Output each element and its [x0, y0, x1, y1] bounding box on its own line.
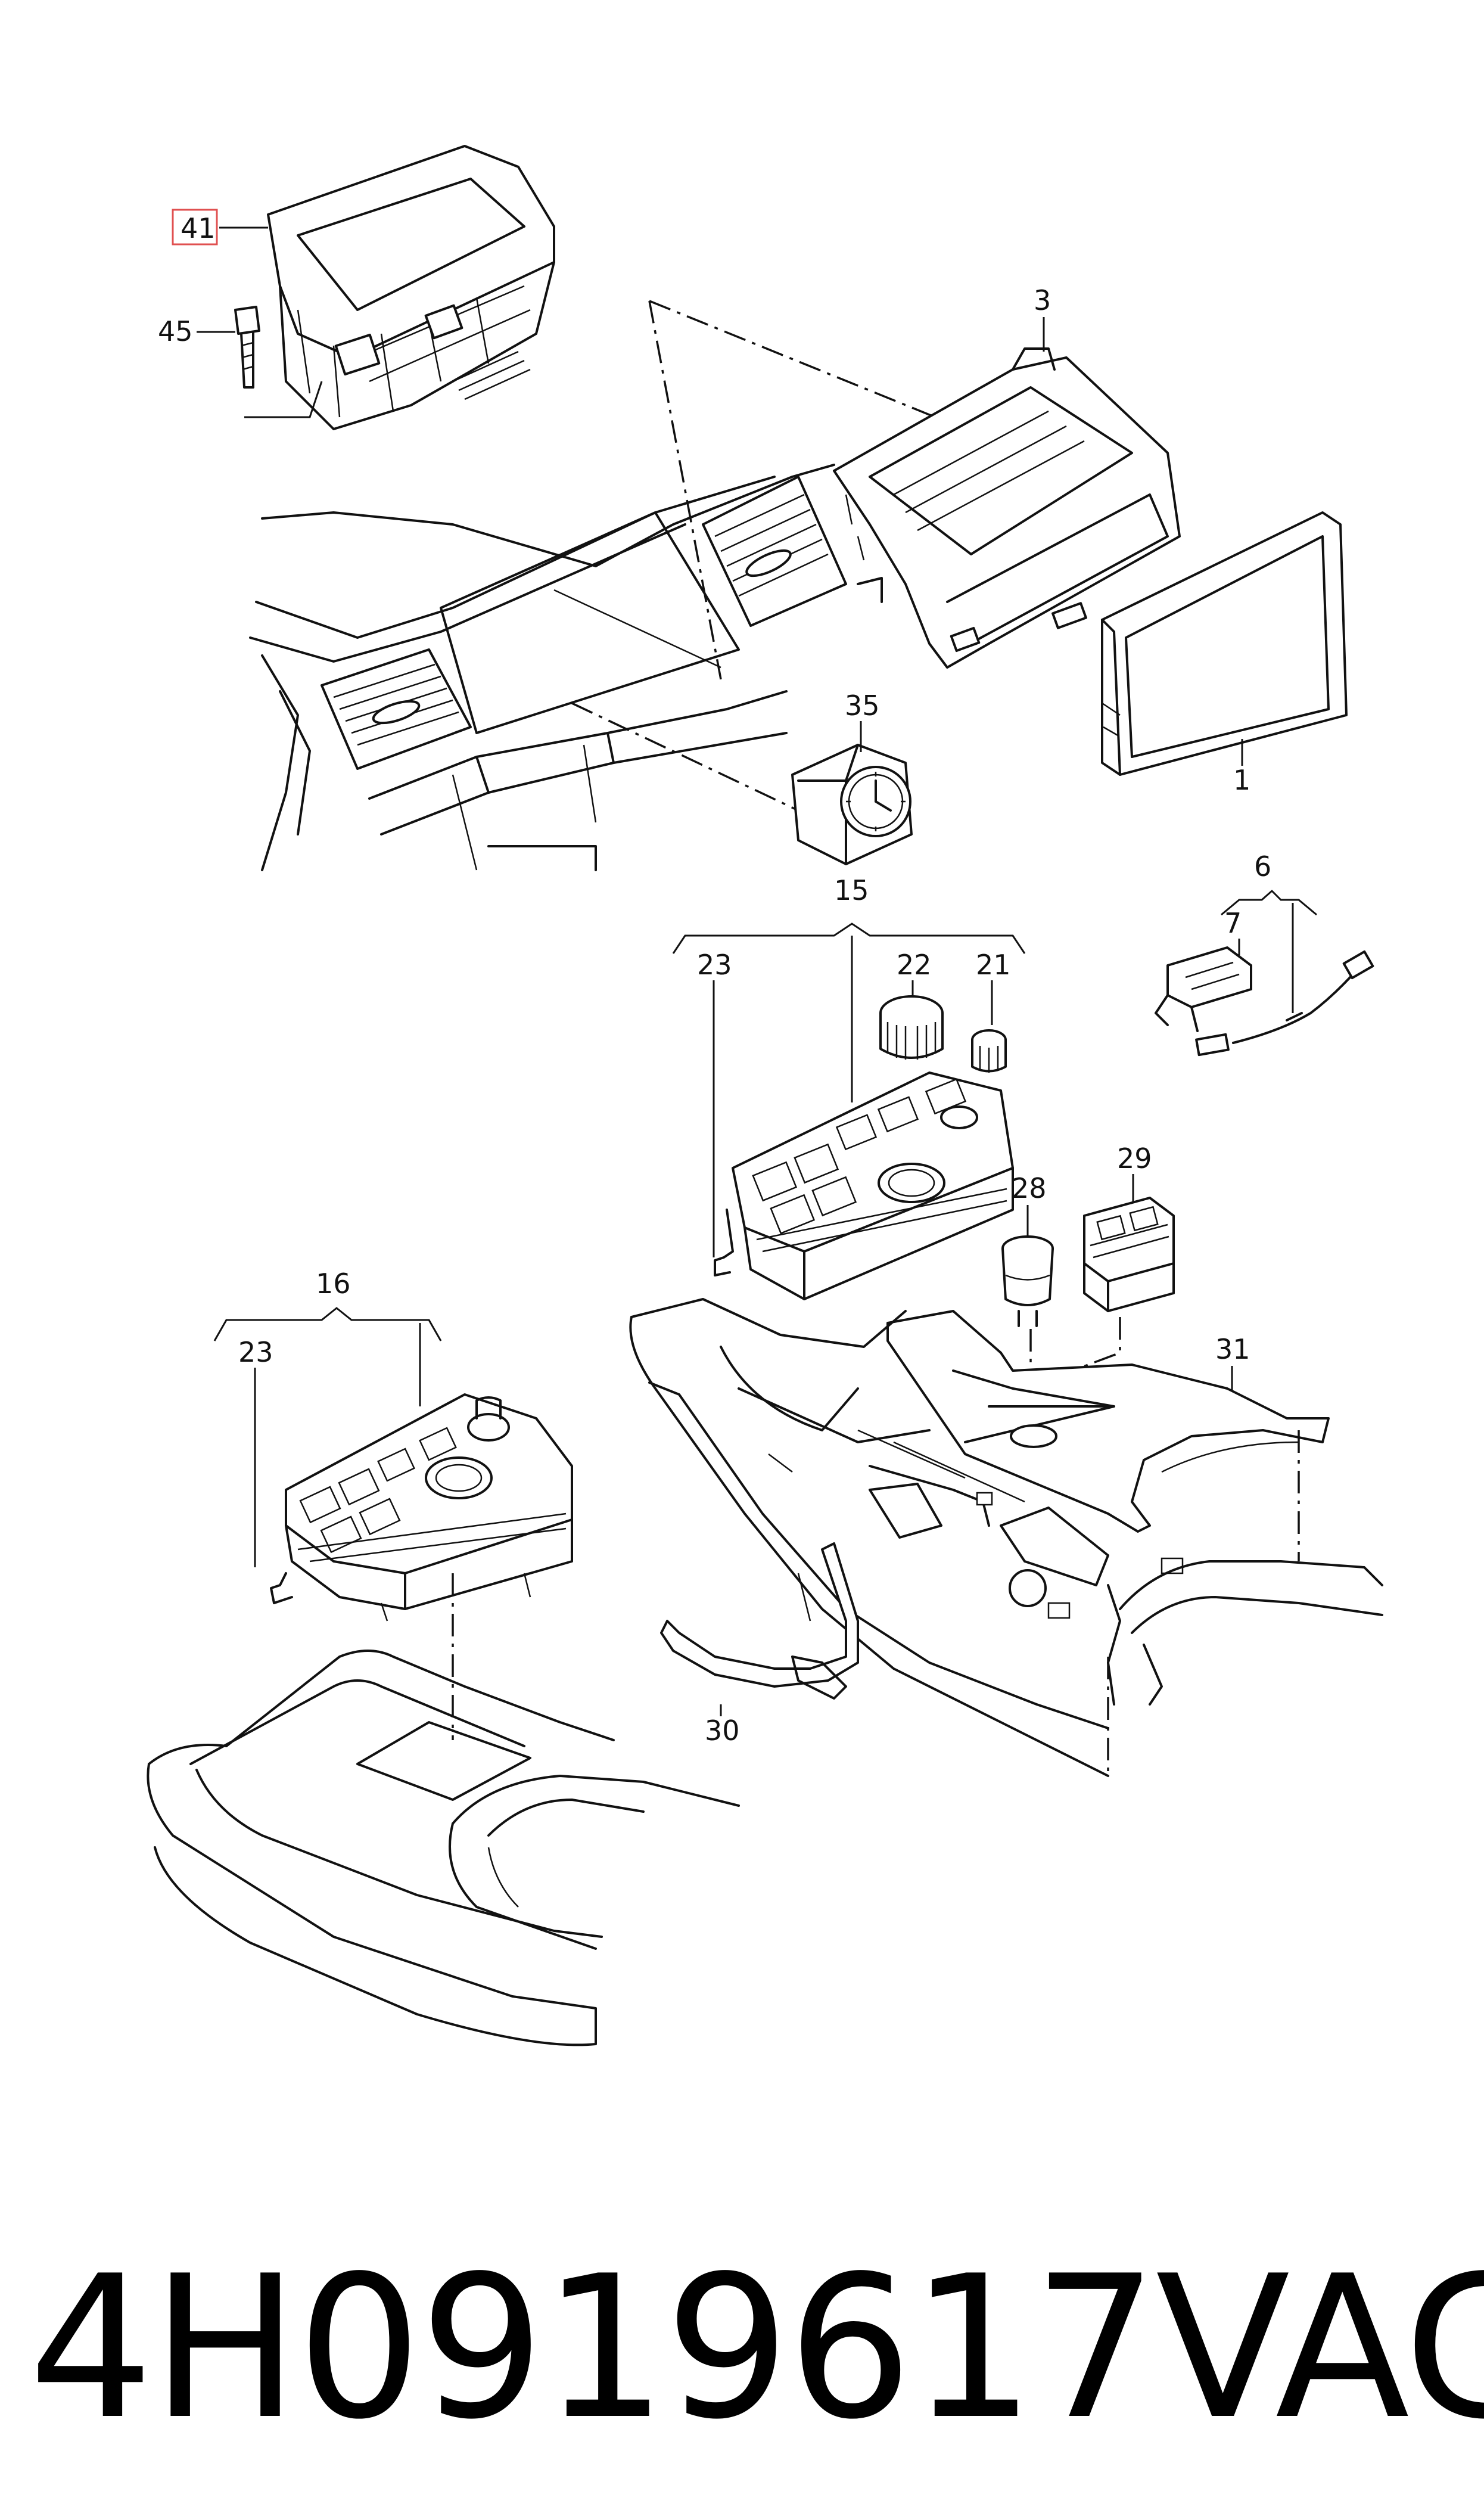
brand-name: VAG — [1155, 2234, 1484, 2462]
centre-console-tunnel — [629, 1298, 1383, 1777]
part-number: 4H0919617 — [29, 2234, 1158, 2462]
callout-23a[interactable]: 23 — [697, 949, 732, 981]
rear-armrest — [147, 1650, 740, 2046]
group-6-bracket — [1221, 889, 1317, 916]
dashboard-assembly — [249, 464, 847, 871]
callout-21[interactable]: 21 — [976, 949, 1011, 981]
assembly-line-41-3 — [649, 300, 936, 418]
callout-31[interactable]: 31 — [1215, 1333, 1250, 1365]
callout-15[interactable]: 15 — [834, 874, 869, 906]
callout-35[interactable]: 35 — [845, 689, 880, 722]
callout-41[interactable]: 41 — [181, 212, 216, 244]
group-16-bracket — [213, 1307, 442, 1341]
callout-16[interactable]: 16 — [316, 1268, 351, 1300]
part-30-retaining-clip[interactable] — [660, 1542, 859, 1700]
group-15-bracket — [672, 923, 1026, 954]
part-21-joystick-knob[interactable] — [971, 1029, 1007, 1073]
callout-1[interactable]: 1 — [1233, 764, 1250, 796]
assembly-line-35-dashboard — [571, 702, 799, 812]
callout-3[interactable]: 3 — [1034, 284, 1051, 316]
part-15-control-panel[interactable] — [714, 1071, 1014, 1300]
part-31-trim-cover[interactable] — [886, 1310, 1330, 1533]
callout-22[interactable]: 22 — [897, 949, 932, 981]
callout-30[interactable]: 30 — [705, 1714, 740, 1747]
callout-23b[interactable]: 23 — [238, 1336, 273, 1368]
part-number-footer: 4H0919617 VAG — [29, 2217, 1484, 2479]
part-22-rotary-knob[interactable] — [879, 995, 944, 1060]
part-28-power-socket[interactable] — [1001, 1235, 1054, 1327]
callout-6[interactable]: 6 — [1254, 850, 1271, 883]
part-3-mounting-frame[interactable] — [833, 347, 1181, 669]
part-45-screw[interactable] — [234, 306, 260, 389]
part-35-analog-clock[interactable] — [791, 744, 913, 865]
callout-28[interactable]: 28 — [1012, 1172, 1047, 1204]
part-16-rear-control-panel[interactable] — [270, 1393, 573, 1622]
part-41-display-unit[interactable] — [267, 145, 555, 430]
part-7-mounting-bracket[interactable] — [1155, 946, 1252, 1032]
part-1-display-screen[interactable] — [1101, 511, 1348, 776]
assembly-line-41-dashboard — [648, 300, 722, 680]
part-29-switch-block[interactable] — [1083, 1197, 1175, 1312]
callout-45[interactable]: 45 — [158, 315, 193, 347]
part-6-wiring-harness[interactable] — [1195, 950, 1374, 1057]
callout-41-highlight-box — [172, 209, 218, 246]
callout-7[interactable]: 7 — [1224, 907, 1242, 939]
callout-29[interactable]: 29 — [1117, 1142, 1152, 1175]
